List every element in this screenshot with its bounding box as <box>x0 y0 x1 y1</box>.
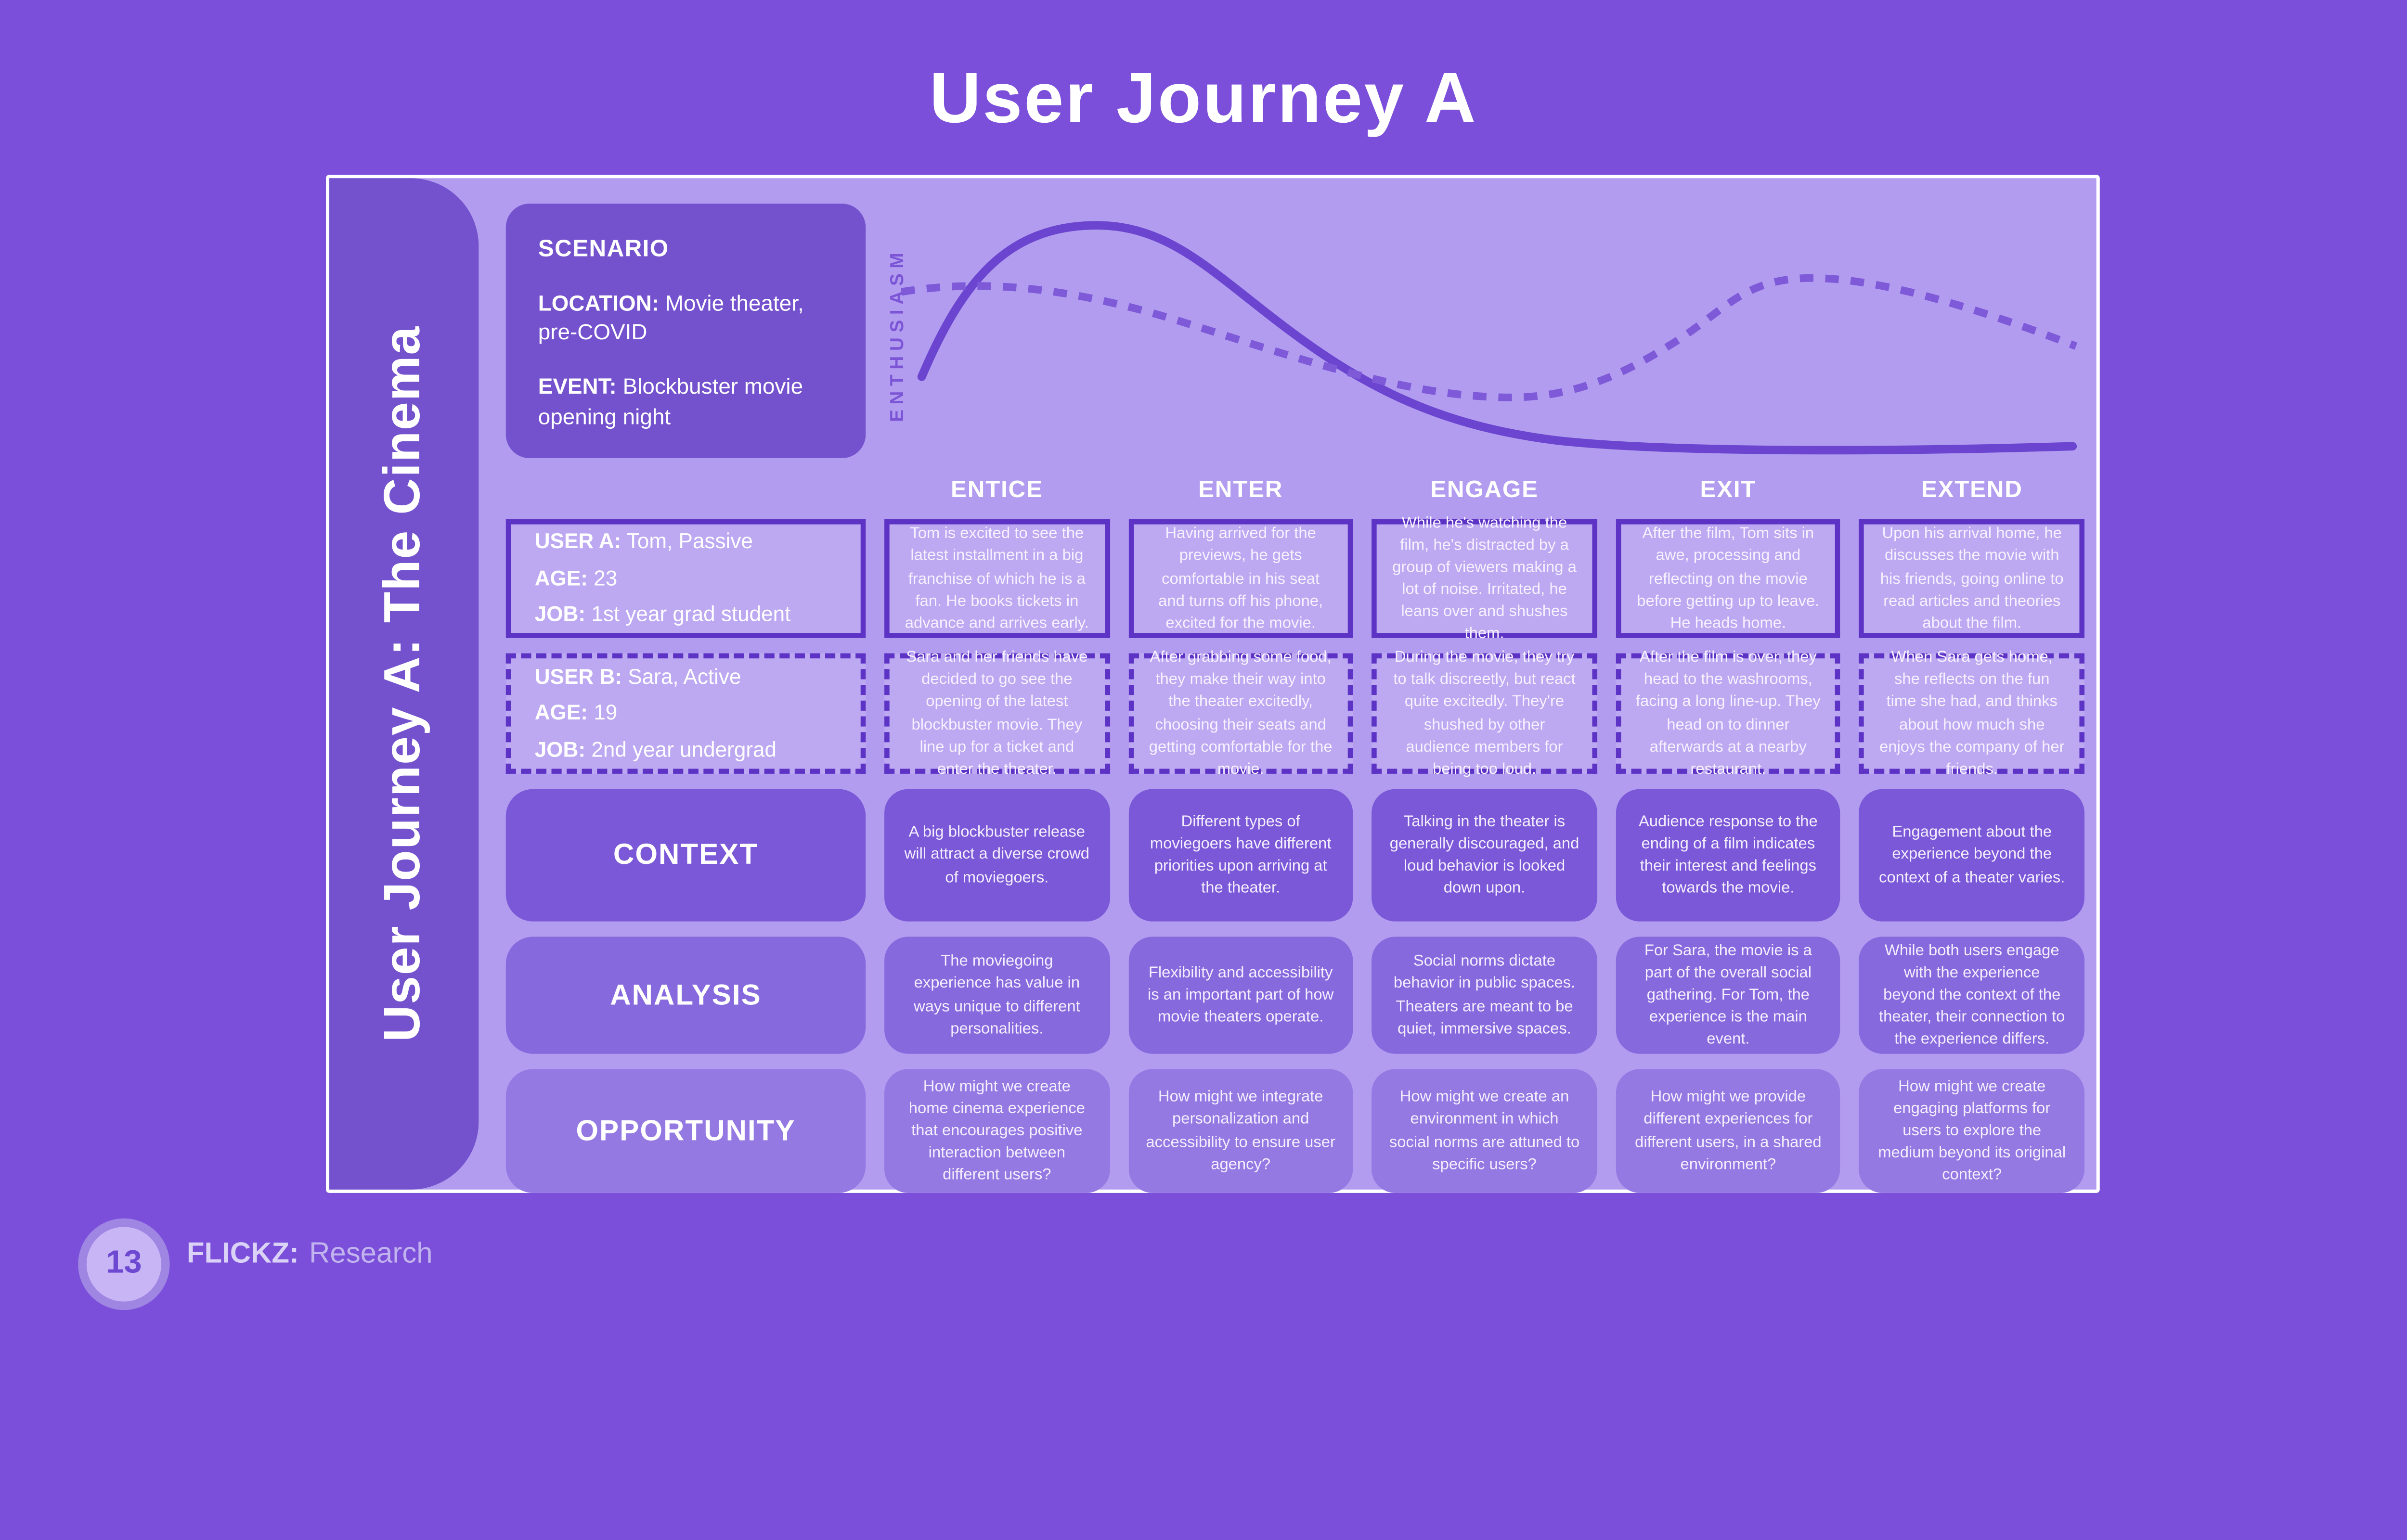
stage-header-engage: ENGAGE <box>1430 475 1539 502</box>
scenario-card: SCENARIO LOCATION: Movie theater, pre-CO… <box>505 204 866 459</box>
opportunity-extend-cell: How might we create engaging platforms f… <box>1859 1069 2085 1193</box>
journey-grid: SCENARIO LOCATION: Movie theater, pre-CO… <box>505 204 2085 1193</box>
journey-map-panel: User Journey A: The Cinema SCENARIO LOCA… <box>326 175 2100 1193</box>
user-a-extend-cell: Upon his arrival home, he discusses the … <box>1859 519 2085 638</box>
journey-sidebar: User Journey A: The Cinema <box>329 178 479 1190</box>
opportunity-row-label: OPPORTUNITY <box>505 1069 866 1193</box>
footer-section: Research <box>309 1237 433 1270</box>
context-enter-cell: Different types of moviegoers have diffe… <box>1128 789 1353 922</box>
analysis-row-label: ANALYSIS <box>505 937 866 1054</box>
enthusiasm-chart: ENTHUSIASM <box>884 204 2084 458</box>
opportunity-engage-cell: How might we create an environment in wh… <box>1372 1069 1597 1193</box>
opportunity-enter-cell: How might we integrate personalization a… <box>1128 1069 1353 1193</box>
user-b-enter-cell: After grabbing some food, they make thei… <box>1128 649 1353 776</box>
opportunity-entice-cell: How might we create home cinema experien… <box>884 1069 1110 1193</box>
context-exit-cell: Audience response to the ending of a fil… <box>1616 789 1841 922</box>
analysis-enter-cell: Flexibility and accessibility is an impo… <box>1128 937 1353 1054</box>
stage-header-exit: EXIT <box>1700 475 1757 502</box>
scenario-heading: SCENARIO <box>538 234 669 262</box>
stage-header-entice: ENTICE <box>951 475 1043 502</box>
analysis-exit-cell: For Sara, the movie is a part of the ove… <box>1616 937 1841 1054</box>
page-title: User Journey A <box>929 57 1478 138</box>
opportunity-exit-cell: How might we provide different experienc… <box>1616 1069 1841 1193</box>
stage-header-extend: EXTEND <box>1921 475 2023 502</box>
analysis-entice-cell: The moviegoing experience has value in w… <box>884 937 1110 1054</box>
user-b-engage-cell: During the movie, they try to talk discr… <box>1372 649 1597 776</box>
sidebar-title: User Journey A: The Cinema <box>375 326 431 1042</box>
user-b-persona-card: USER B: Sara, Active AGE: 19 JOB: 2nd ye… <box>505 653 866 774</box>
page-number-badge: 13 <box>78 1218 170 1310</box>
user-b-dashed-curve <box>901 274 2078 401</box>
location-value: Movie theater, pre-COVID <box>538 290 804 346</box>
user-a-enter-cell: Having arrived for the previews, he gets… <box>1128 519 1353 638</box>
context-entice-cell: A big blockbuster release will attract a… <box>884 789 1110 922</box>
slide: User Journey A User Journey A: The Cinem… <box>78 57 2100 1310</box>
user-a-solid-curve <box>917 221 2077 455</box>
user-a-exit-cell: After the film, Tom sits in awe, process… <box>1616 519 1841 638</box>
user-b-extend-cell: When Sara gets home, she reflects on the… <box>1859 649 2085 776</box>
user-a-entice-cell: Tom is excited to see the latest install… <box>884 519 1110 638</box>
user-a-engage-cell: While he's watching the film, he's distr… <box>1372 514 1597 642</box>
context-engage-cell: Talking in the theater is generally disc… <box>1372 789 1597 922</box>
user-b-exit-cell: After the film is over, they head to the… <box>1616 649 1841 776</box>
footer-brand: FLICKZ: <box>186 1237 299 1270</box>
event-label: EVENT: <box>538 373 617 399</box>
context-extend-cell: Engagement about the experience beyond t… <box>1859 789 2085 922</box>
context-row-label: CONTEXT <box>505 789 866 922</box>
enthusiasm-curves-svg <box>901 221 2078 455</box>
stage-header-enter: ENTER <box>1198 475 1283 502</box>
event-value: Blockbuster movie opening night <box>538 373 803 429</box>
user-a-persona-card: USER A: Tom, Passive AGE: 23 JOB: 1st ye… <box>505 519 866 638</box>
footer-caption: FLICKZ: Research <box>187 1237 433 1271</box>
user-b-entice-cell: Sara and her friends have decided to go … <box>884 649 1110 776</box>
location-label: LOCATION: <box>538 290 660 316</box>
analysis-engage-cell: Social norms dictate behavior in public … <box>1372 937 1597 1054</box>
analysis-extend-cell: While both users engage with the experie… <box>1859 937 2085 1054</box>
